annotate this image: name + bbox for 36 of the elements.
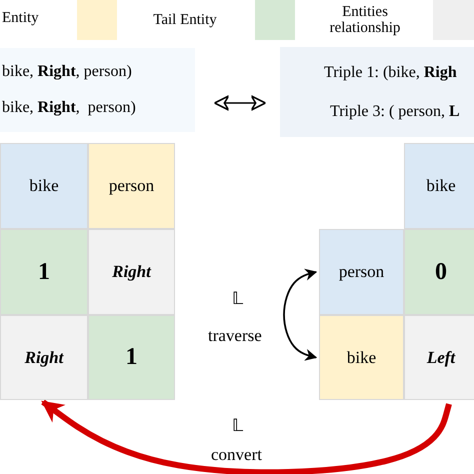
matrix-value: 1 xyxy=(126,344,138,371)
matrix-cell xyxy=(404,315,474,400)
triple-text: bike, Right, person) xyxy=(2,99,136,117)
matrix-cell xyxy=(0,229,88,315)
double-arrow xyxy=(214,95,266,111)
triple-text: Triple 1: (bike, Righ xyxy=(324,64,457,82)
matrix-cell xyxy=(88,229,175,315)
entity-text: bike xyxy=(29,176,59,196)
entity-text: person xyxy=(338,262,384,282)
symbol: 𝕃 xyxy=(232,288,243,309)
entity-text: person xyxy=(108,176,154,196)
curved-arrow xyxy=(41,400,452,474)
relation-text: Right xyxy=(24,348,64,368)
matrix-cell xyxy=(404,229,474,315)
matrix-cell xyxy=(88,143,175,229)
matrix-cell xyxy=(0,143,88,229)
relation-text: Left xyxy=(426,348,456,368)
triple-text: bike, Right, person) xyxy=(2,63,132,81)
legend-text: Entity xyxy=(2,10,39,27)
curved-arrow xyxy=(283,268,318,361)
symbol: 𝕃 xyxy=(232,415,243,436)
matrix-cell xyxy=(319,229,404,315)
entity-text: bike xyxy=(426,176,456,196)
step-label: convert xyxy=(211,445,262,465)
legend-text: Tail Entity xyxy=(152,10,218,30)
matrix-cell xyxy=(0,315,88,400)
entity-text: bike xyxy=(346,348,376,368)
step-label: traverse xyxy=(208,326,262,346)
matrix-value: 0 xyxy=(435,258,447,286)
triple-text: Triple 3: ( person, L xyxy=(330,102,460,120)
matrix-cell xyxy=(404,143,474,229)
relation-text: Right xyxy=(112,262,151,282)
matrix-cell xyxy=(319,315,404,400)
matrix-value: 1 xyxy=(38,258,50,286)
legend-text: Entities relationship xyxy=(328,2,402,38)
matrix-cell xyxy=(88,315,175,400)
